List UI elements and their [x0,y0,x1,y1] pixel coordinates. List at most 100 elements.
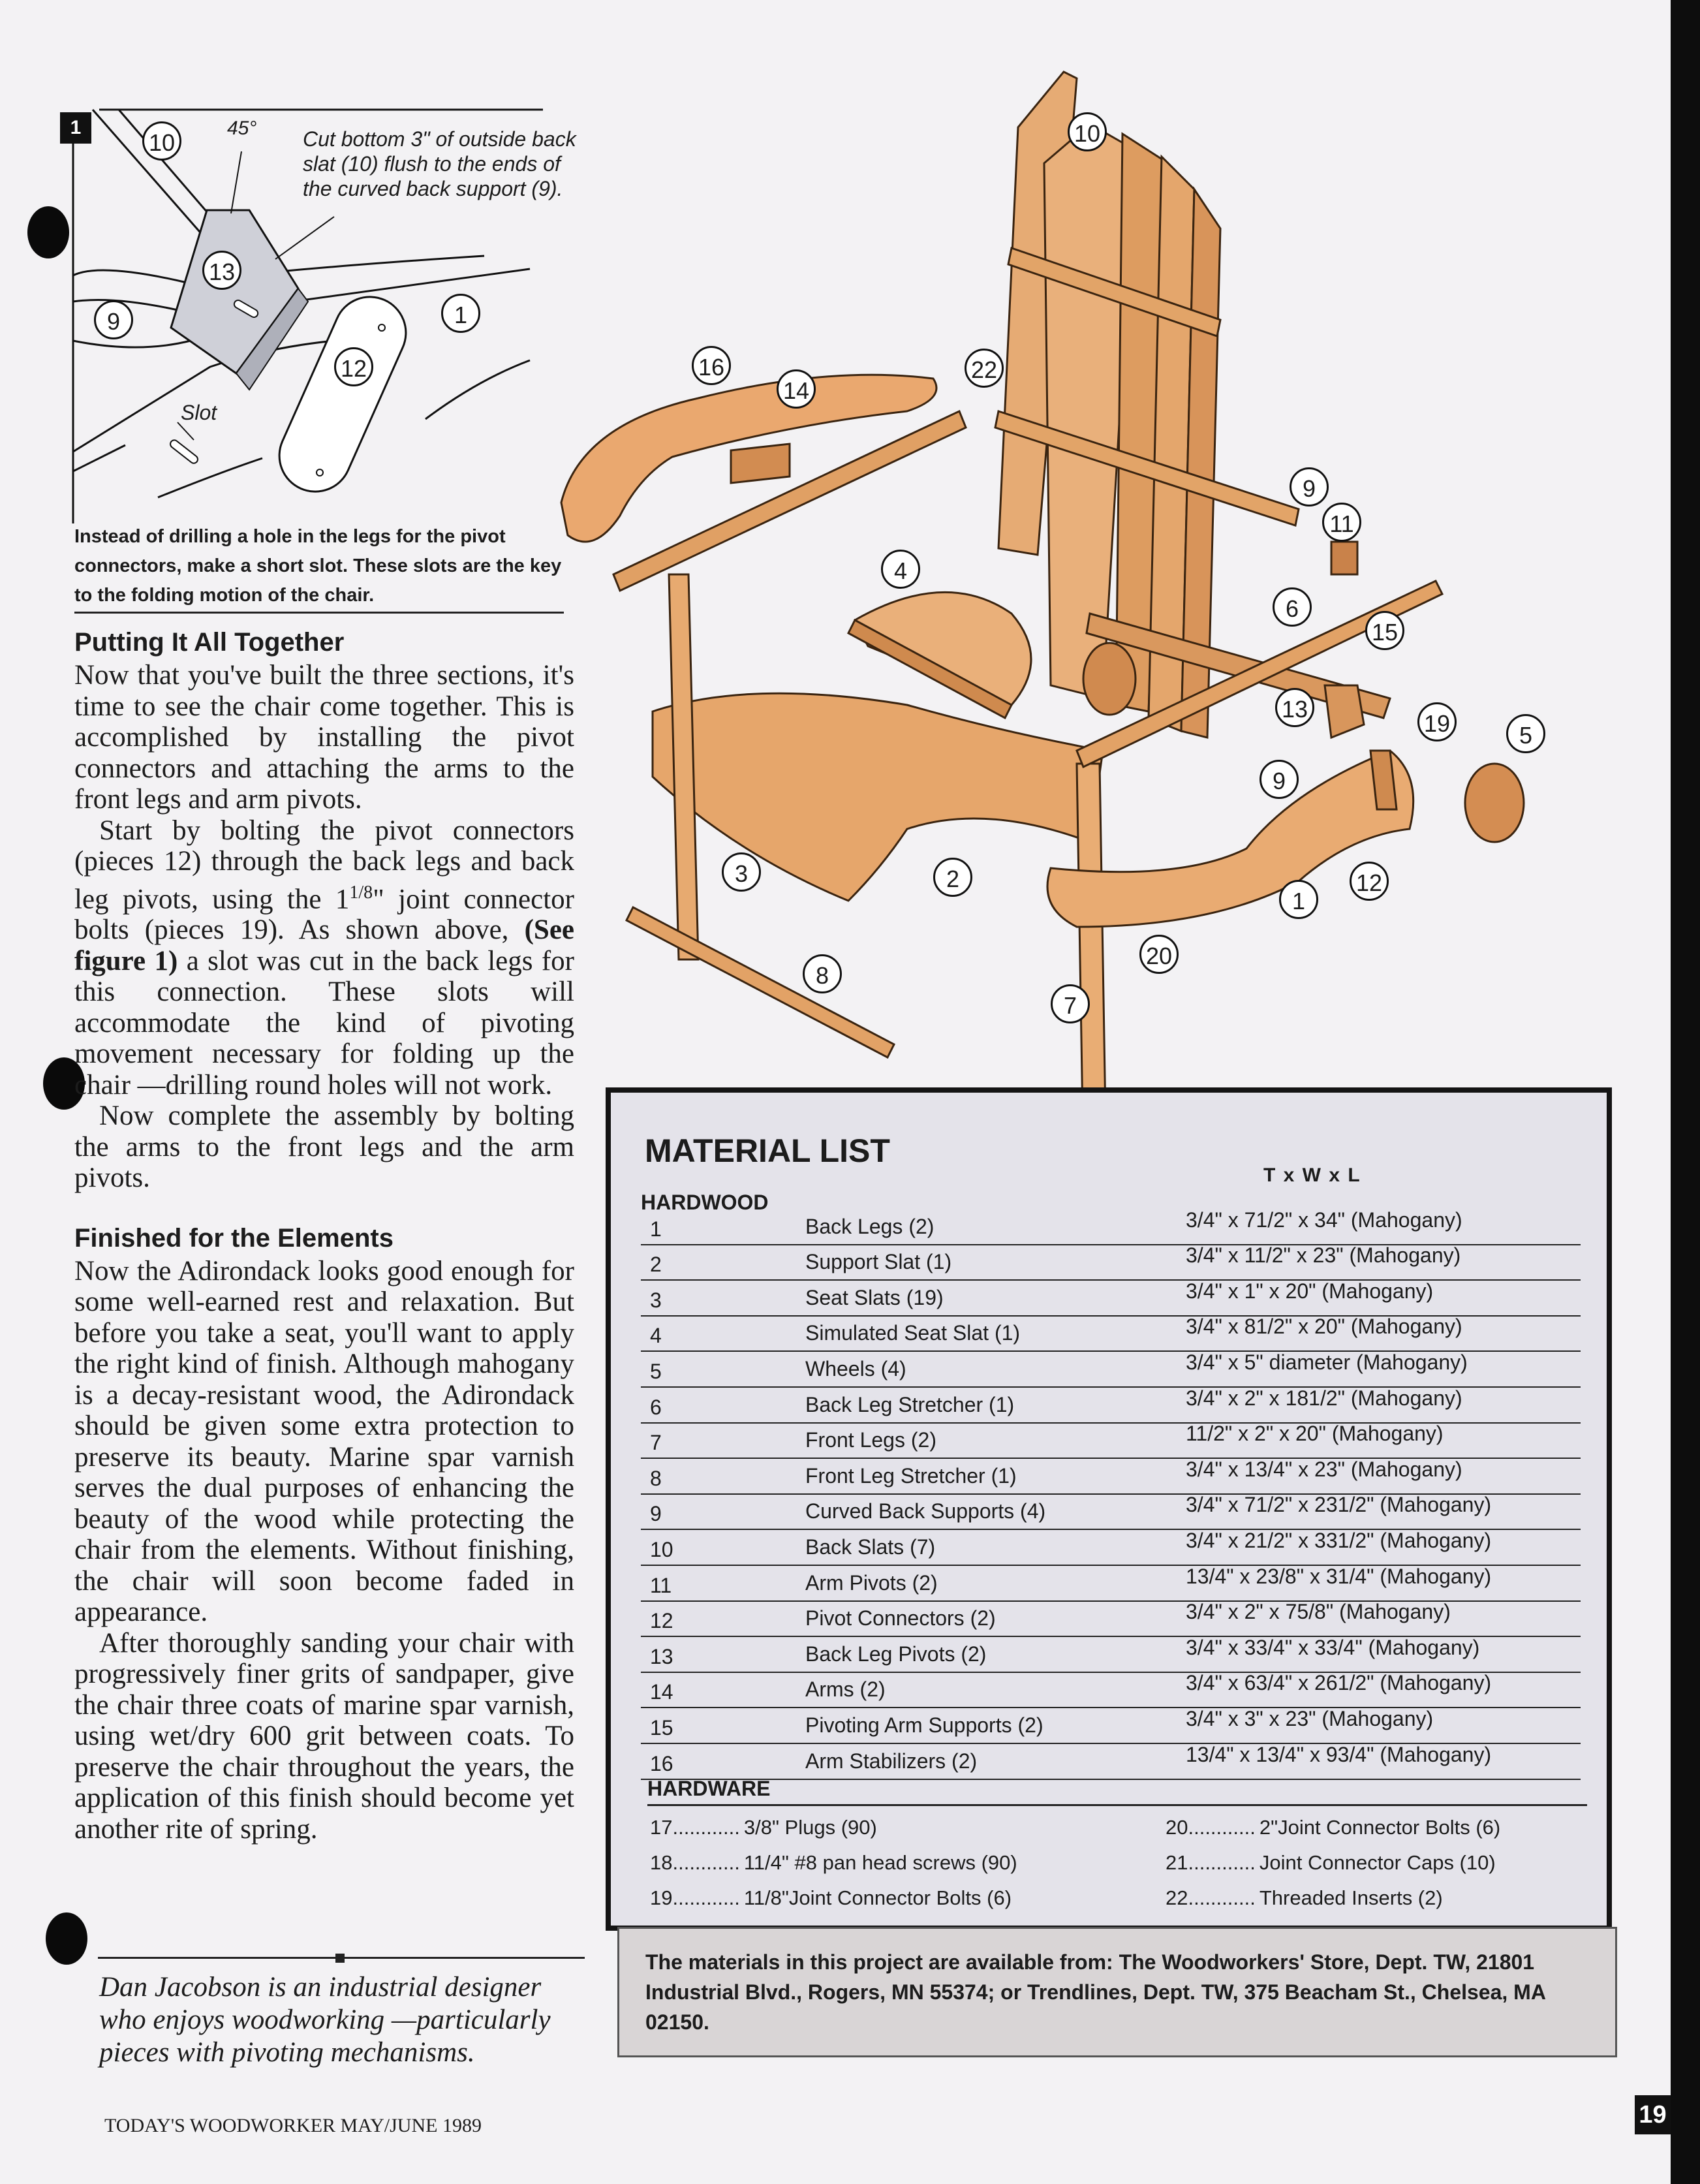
chair-callout-22: 22 [965,349,1004,388]
item-dimensions: 3/4" x 11/2" x 23" (Mahogany) [1186,1243,1461,1268]
material-row: 12 Pivot Connectors (2) 3/4" x 2" x 75/8" … [641,1600,1581,1638]
callout-13: 13 [202,251,241,290]
chair-callout-9-top: 9 [1290,467,1329,507]
figure-reference: (See figure 1) [74,914,574,976]
item-dimensions: 3/4" x 5" diameter (Mahogany) [1186,1350,1468,1374]
chair-callout-19: 19 [1417,702,1457,741]
hardware-item: 19............11/8"Joint Connector Bolts… [650,1886,1012,1910]
chair-exploded-view: 10 16 14 22 9 11 4 6 15 13 19 5 9 12 1 3… [542,59,1612,1162]
material-row: 6 Back Leg Stretcher (1) 3/4" x 2" x 181/2… [641,1386,1581,1424]
figure-1: 1 45° Cut bottom 3" of outside back slat… [60,106,576,530]
heading-finished: Finished for the Elements [74,1223,394,1253]
binder-hole-bottom [46,1912,87,1965]
caption-rule [74,612,564,614]
paragraph-5: After thoroughly sanding your chair with… [74,1627,574,1845]
page-number: 19 [1635,2095,1671,2134]
paragraph-1: Now that you've built the three sections… [74,660,574,815]
hardware-dots: ............ [672,1851,740,1874]
callout-1: 1 [441,294,480,333]
item-number: 16 [650,1751,673,1775]
paragraph-2-a: Start by bolting the pivot connectors (p… [74,815,574,914]
item-name: Pivoting Arm Supports (2) [805,1713,1043,1737]
heading-putting-together: Putting It All Together [74,628,345,657]
callout-10: 10 [142,121,181,161]
dimensions-header: T x W x L [1263,1164,1361,1186]
item-number: 3 [650,1288,662,1312]
page-edge-shadow [1671,0,1700,2184]
material-row: 11 Arm Pivots (2) 13/4" x 23/8" x 31/4" (M… [641,1565,1581,1602]
item-name: Arms (2) [805,1677,886,1702]
chair-callout-11: 11 [1322,503,1361,542]
chair-callout-20: 20 [1139,935,1179,974]
chair-callout-14: 14 [777,369,816,409]
chair-callout-15: 15 [1365,611,1404,650]
hardware-dots: ............ [672,1886,740,1909]
hardwood-label: HARDWOOD [641,1191,769,1214]
angle-label: 45° [227,117,257,139]
item-name: Arm Pivots (2) [805,1570,938,1595]
hardware-name: 11/8"Joint Connector Bolts (6) [743,1886,1012,1909]
hardware-num: 18 [650,1851,673,1874]
item-dimensions: 3/4" x 2" x 181/2" (Mahogany) [1186,1386,1462,1410]
item-name: Support Slat (1) [805,1250,952,1274]
author-rule-mark [335,1954,345,1963]
chair-callout-4: 4 [881,550,920,589]
hardware-item: 17............3/8" Plugs (90) [650,1816,877,1839]
chair-callout-5: 5 [1506,714,1545,753]
item-number: 10 [650,1537,673,1561]
paragraph-2-b: " joint connector bolts (pieces 19). As … [74,883,574,946]
chair-callout-12: 12 [1350,862,1389,901]
item-dimensions: 13/4" x 23/8" x 31/4" (Mahogany) [1186,1564,1492,1588]
item-dimensions: 3/4" x 3" x 23" (Mahogany) [1186,1706,1434,1730]
hardware-name: 11/4" #8 pan head screws (90) [743,1851,1017,1874]
chair-callout-8: 8 [803,954,842,993]
hardware-name: 3/8" Plugs (90) [743,1816,877,1839]
chair-callout-16: 16 [692,346,731,385]
slot-label: Slot [181,401,217,424]
chair-callout-6: 6 [1273,587,1312,627]
item-dimensions: 3/4" x 2" x 75/8" (Mahogany) [1186,1600,1451,1624]
hardware-item: 21............Joint Connector Caps (10) [1166,1851,1496,1875]
item-number: 6 [650,1395,662,1419]
item-name: Pivot Connectors (2) [805,1606,996,1630]
hardware-num: 22 [1166,1886,1188,1909]
hardware-rule [647,1804,1587,1806]
hardware-dots: ............ [1188,1886,1256,1909]
callout-9: 9 [94,300,133,339]
hardware-label: HARDWARE [647,1777,771,1800]
item-name: Back Slats (7) [805,1535,936,1559]
hardware-dots: ............ [672,1816,740,1839]
item-dimensions: 3/4" x 13/4" x 23" (Mahogany) [1186,1457,1462,1481]
item-number: 15 [650,1715,673,1739]
figure-caption: Instead of drilling a hole in the legs f… [74,526,562,606]
item-dimensions: 3/4" x 71/2" x 231/2" (Mahogany) [1186,1493,1492,1517]
chair-callout-13: 13 [1275,688,1314,727]
hardware-dots: ............ [1188,1816,1256,1839]
material-row: 15 Pivoting Arm Supports (2) 3/4" x 3" x 2… [641,1706,1581,1744]
item-number: 11 [650,1573,672,1597]
paragraph-3: Now complete the assembly by bolting the… [74,1100,574,1194]
figure-note: Cut bottom 3" of outside back slat (10) … [303,127,576,200]
item-number: 12 [650,1609,673,1633]
paragraph-2-c: a slot was cut in the back legs for this… [74,945,574,1100]
item-number: 7 [650,1431,662,1455]
paragraph-2: Start by bolting the pivot connectors (p… [74,815,574,1101]
chair-callout-9-bottom: 9 [1260,760,1299,799]
chair-callout-1: 1 [1279,880,1318,919]
hardware-num: 17 [650,1816,673,1839]
item-name: Back Leg Stretcher (1) [805,1392,1015,1416]
fraction: 1/8 [349,882,373,903]
item-number: 9 [650,1502,662,1526]
item-dimensions: 11/2" x 2" x 20" (Mahogany) [1186,1422,1444,1446]
item-name: Back Legs (2) [805,1214,935,1238]
item-dimensions: 3/4" x 1" x 20" (Mahogany) [1186,1279,1434,1303]
